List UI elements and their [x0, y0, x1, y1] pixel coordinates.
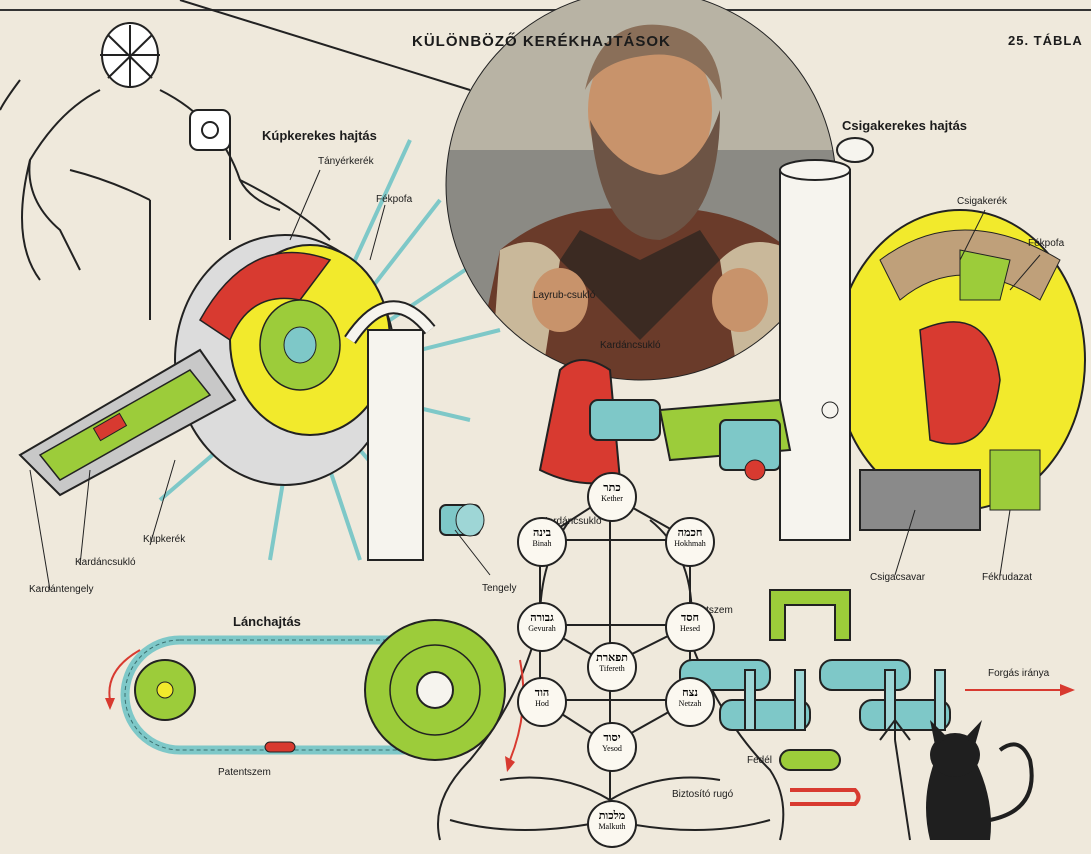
sephirah-name: Kether [601, 494, 623, 503]
sephirah-hebrew: חכמה [677, 526, 703, 539]
sephirah-hebrew: בינה [532, 526, 552, 539]
sephirah-name: Binah [532, 539, 552, 548]
section-worm-gear: Csigakerekes hajtás [842, 118, 968, 133]
sephirah-gevurah: גבורה Gevurah [517, 602, 567, 652]
sephirah-name: Hokhmah [674, 539, 706, 548]
sephirah-name: Tifereth [599, 664, 625, 673]
cardan-shaft-illustration [538, 359, 792, 485]
label-fekrudazat: Fékrudazat [982, 572, 1033, 583]
worm-gear-drive-illustration [779, 137, 1086, 541]
sephirah-netzah: נצח Netzah [665, 677, 715, 727]
sephirah-name: Gevurah [528, 624, 556, 633]
page-title: KÜLÖNBÖZŐ KERÉKHAJTÁSOK [412, 33, 671, 50]
sephirah-kether: כתר Kether [587, 472, 637, 522]
label-csigacsavar: Csigacsavar [870, 572, 926, 583]
sephirah-hebrew: חסד [680, 611, 700, 624]
label-kardancsuklo-mid: Kardáncsukló [541, 516, 602, 527]
sephirah-hesed: חסד Hesed [665, 602, 715, 652]
sephirah-hebrew: הוד [534, 686, 550, 699]
section-bevel-gear: Kúpkerekes hajtás [262, 128, 377, 143]
sephirah-name: Malkuth [598, 822, 626, 831]
label-kardantengely: Kardántengely [29, 584, 94, 595]
sephirah-name: Yesod [602, 744, 622, 753]
sephirah-tifereth: תפארת Tifereth [587, 642, 637, 692]
label-kardancsuklo-left: Kardáncsukló [75, 557, 136, 568]
label-csigakerek: Csigakerék [957, 196, 1008, 207]
label-kupkerek: Kúpkerék [143, 534, 186, 545]
label-fekpofa-left: Fékpofa [376, 194, 413, 205]
spiderman-drawing [0, 22, 331, 320]
sephirah-hebrew: תפארת [596, 651, 628, 664]
bevel-gear-drive-illustration [18, 139, 501, 561]
chain-links-illustration [679, 589, 1075, 806]
sephirah-hod: הוד Hod [517, 677, 567, 727]
sephirah-hebrew: כתר [603, 481, 621, 494]
sephirah-name: Netzah [678, 699, 702, 708]
label-fekpofa-right: Fékpofa [1028, 238, 1065, 249]
label-tanyerkerek: Tányérkerék [318, 156, 374, 167]
plate-number: 25. TÁBLA [1008, 33, 1083, 48]
sephirah-binah: בינה Binah [517, 517, 567, 567]
label-patentszem-left: Patentszem [218, 767, 271, 778]
sephirah-name: Hesed [680, 624, 700, 633]
label-layrub: Layrub-csukló [533, 290, 596, 301]
sephirah-malkuth: מלכות Malkuth [587, 800, 637, 848]
label-biztosito-rugo: Biztosító rugó [672, 789, 734, 800]
chain-drive-illustration [105, 619, 525, 772]
sephirah-hebrew: יסוד [603, 731, 621, 744]
leader-lines [29, 169, 1041, 591]
sephirah-yesod: יסוד Yesod [587, 722, 637, 772]
sephirah-hebrew: גבורה [530, 611, 554, 624]
sephirah-hokhmah: חכמה Hokhmah [665, 517, 715, 567]
sephirah-hebrew: מלכות [598, 809, 626, 822]
sephirah-hebrew: נצח [682, 686, 698, 699]
label-kardancsuklo-top: Kardáncsukló [600, 340, 661, 351]
label-tengely: Tengely [482, 583, 517, 594]
devil-cat-drawing [879, 718, 1034, 841]
label-fedel: Fedél [747, 755, 773, 766]
sephirah-name: Hod [535, 699, 549, 708]
section-chain-drive: Lánchajtás [233, 614, 301, 629]
label-forgas-iranya: Forgás iránya [988, 668, 1050, 679]
